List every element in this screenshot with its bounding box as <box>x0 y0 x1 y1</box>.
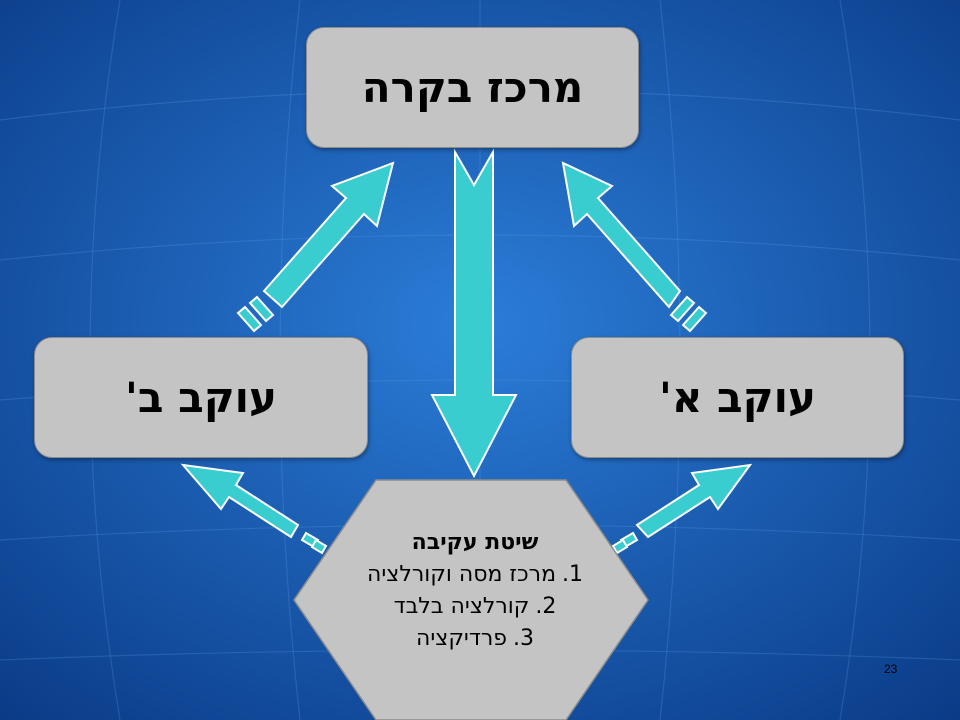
tracker-a-label: עוקב א' <box>659 373 816 422</box>
list-item-number: 1. <box>562 562 584 587</box>
list-item-text: פרדיקציה <box>415 626 508 651</box>
list-item-number: 2. <box>535 594 557 619</box>
list-item-text: מרכז מסה וקורלציה <box>366 562 557 587</box>
slide-number: 23 <box>884 662 898 676</box>
tracking-method-title: שיטת עקיבה <box>411 530 539 555</box>
tracker-b-label: עוקב ב' <box>124 373 278 422</box>
list-item: 3.פרדיקציה <box>310 623 640 655</box>
down-arrow <box>430 148 518 479</box>
list-item-text: קורלציה בלבד <box>393 594 530 619</box>
control-center-label: מרכז בקרה <box>361 63 584 112</box>
list-item: 1.מרכז מסה וקורלציה <box>310 559 640 591</box>
tracking-method-panel: שיטת עקיבה 1.מרכז מסה וקורלציה 2.קורלציה… <box>310 530 640 655</box>
arrow-method-to-b <box>180 463 328 555</box>
tracking-method-list: 1.מרכז מסה וקורלציה 2.קורלציה בלבד 3.פרד… <box>310 559 640 655</box>
control-center-box: מרכז בקרה <box>306 27 639 148</box>
arrow-b-to-center <box>236 161 395 333</box>
tracker-a-box: עוקב א' <box>571 337 904 458</box>
tracker-b-box: עוקב ב' <box>34 337 368 458</box>
list-item-number: 3. <box>513 626 535 651</box>
arrow-a-to-center <box>561 161 708 333</box>
list-item: 2.קורלציה בלבד <box>310 591 640 623</box>
arrow-method-to-a <box>611 463 753 555</box>
